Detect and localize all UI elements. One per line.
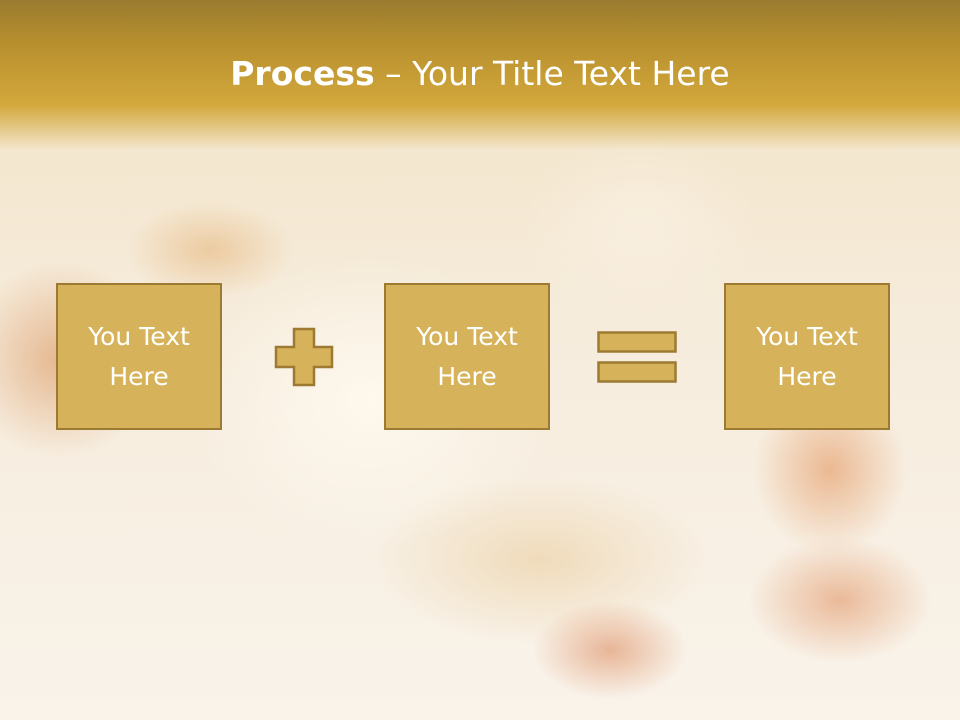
slide-title: Process – Your Title Text Here [0,52,960,96]
title-bold: Process [230,54,375,93]
plus-icon [274,327,334,387]
process-box-1-text: You Text Here [88,321,190,391]
process-box-1[interactable]: You Text Here [56,283,222,430]
title-rest: – Your Title Text Here [374,54,730,93]
process-box-2-text: You Text Here [416,321,518,391]
equals-icon [597,331,677,383]
process-box-2[interactable]: You Text Here [384,283,550,430]
process-box-3[interactable]: You Text Here [724,283,890,430]
title-band [0,0,960,150]
process-box-3-text: You Text Here [756,321,858,391]
